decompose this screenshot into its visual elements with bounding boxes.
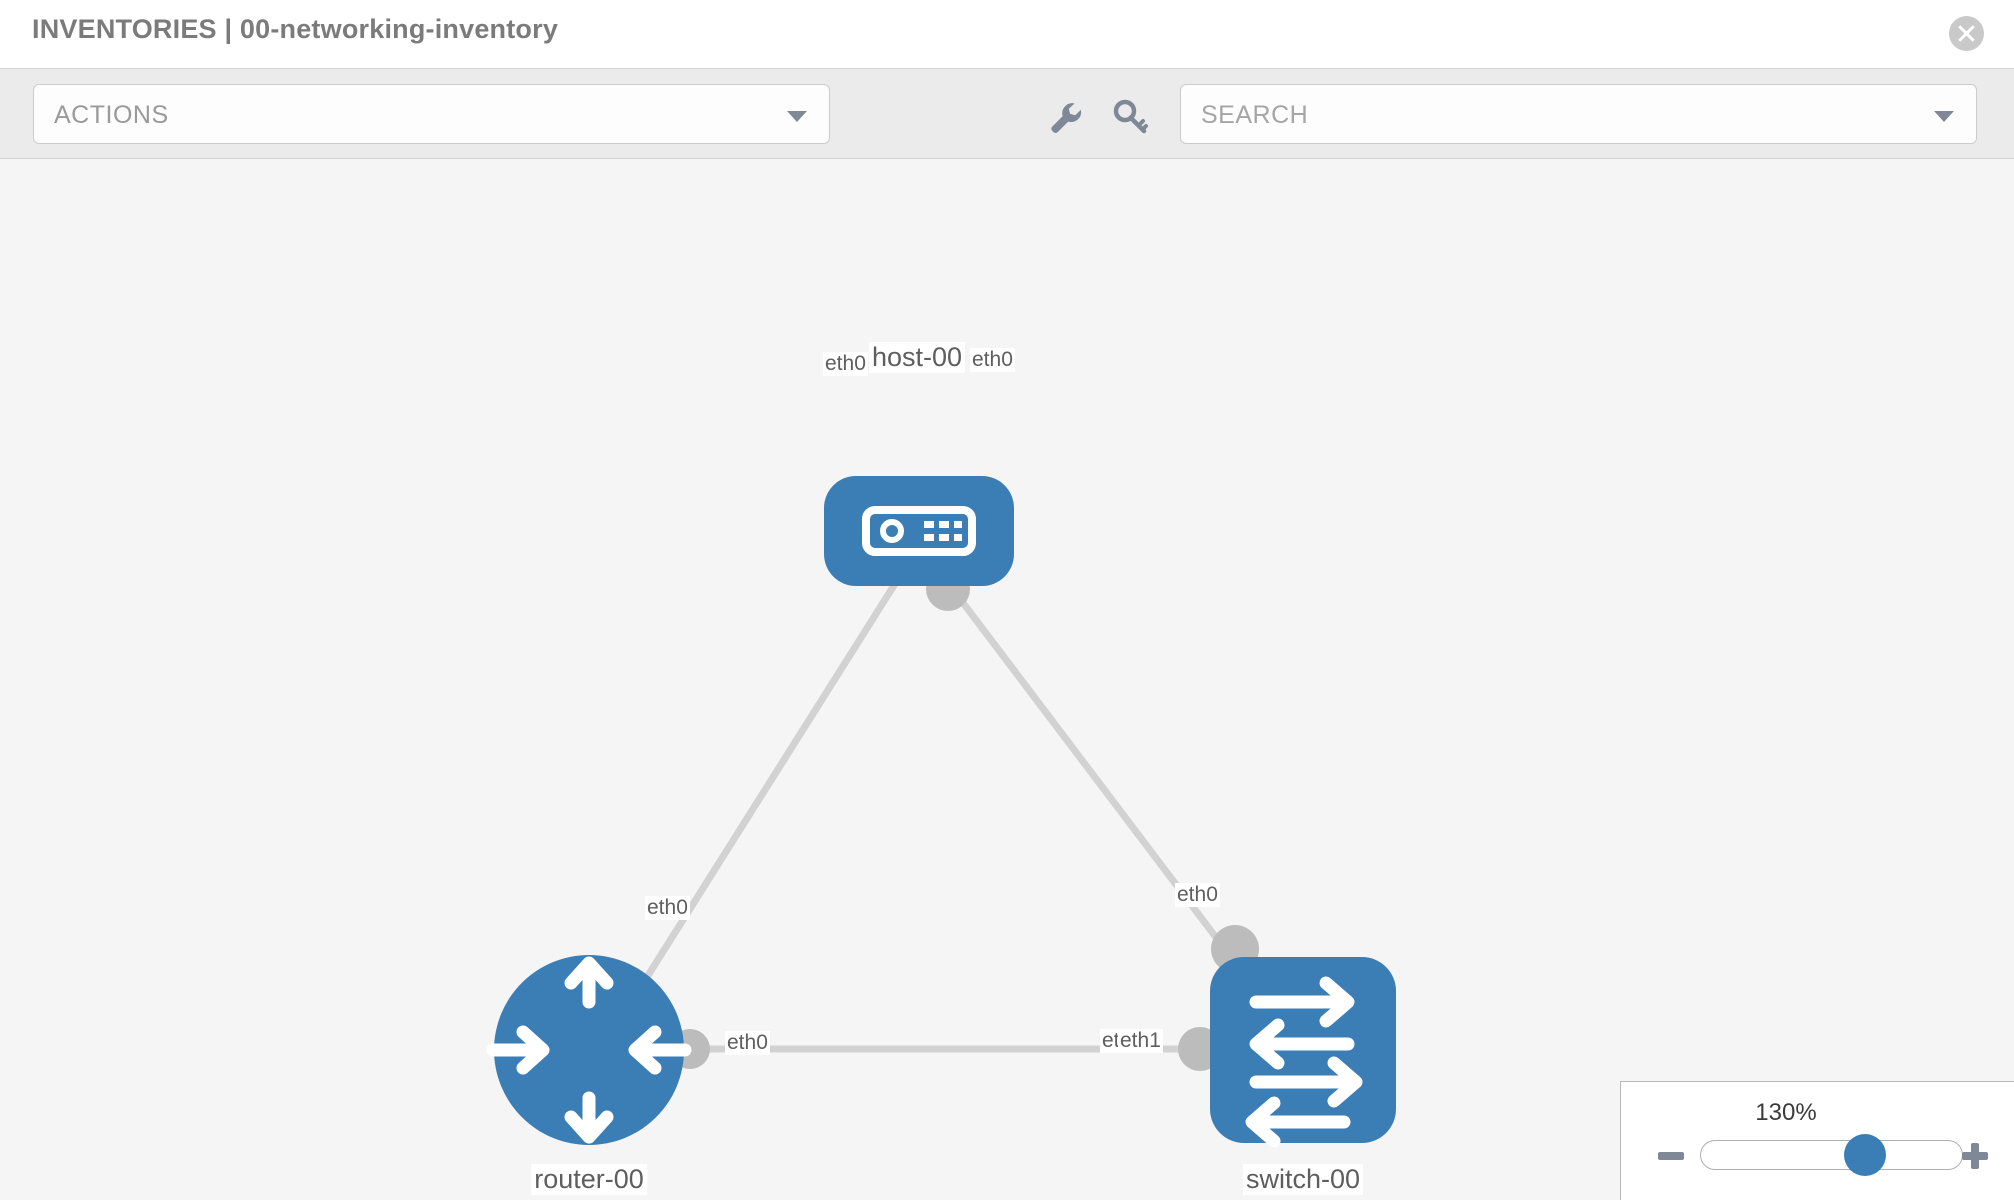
server-icon <box>862 506 976 556</box>
node-label-switch-00: switch-00 <box>1242 1164 1364 1195</box>
zoom-out-button[interactable] <box>1657 1142 1685 1170</box>
node-router-00[interactable] <box>486 955 692 1145</box>
page-title: INVENTORIES | 00-networking-inventory <box>32 14 559 44</box>
router-icon <box>486 956 692 1144</box>
topology-graph <box>486 476 1396 1148</box>
link-host-router <box>626 575 902 1008</box>
zoom-control-panel: 130% <box>1620 1081 2014 1200</box>
chevron-down-icon <box>787 111 807 122</box>
toolbar: ACTIONS SEARCH <box>0 68 2014 159</box>
port-label-switch-left: eth1 <box>1118 1029 1163 1053</box>
page-header: INVENTORIES | 00-networking-inventory <box>0 0 2014 68</box>
zoom-in-button[interactable] <box>1961 1142 1989 1170</box>
node-label-host-00: host-00 <box>868 342 966 373</box>
key-icon[interactable] <box>1110 97 1150 137</box>
port-label-switch-up: eth0 <box>1175 883 1220 907</box>
actions-dropdown[interactable]: ACTIONS <box>33 84 830 144</box>
chevron-down-icon[interactable] <box>1934 111 1954 122</box>
actions-dropdown-label: ACTIONS <box>54 101 169 129</box>
node-switch-00[interactable] <box>1210 957 1396 1148</box>
search-placeholder: SEARCH <box>1201 101 1309 129</box>
link-host-switch <box>941 575 1259 993</box>
node-label-router-00: router-00 <box>531 1164 647 1195</box>
wrench-icon[interactable] <box>1045 97 1085 137</box>
topology-connectors <box>670 567 1259 1071</box>
minus-icon <box>1658 1152 1684 1160</box>
search-input[interactable]: SEARCH <box>1180 84 1977 144</box>
port-label-host-right: eth0 <box>970 348 1015 372</box>
switch-icon <box>1245 976 1363 1148</box>
plus-icon-vertical <box>1971 1143 1979 1169</box>
port-label-host-left: eth0 <box>823 352 868 376</box>
zoom-slider-track[interactable] <box>1700 1140 1963 1170</box>
zoom-level-value: 130% <box>1755 1099 1817 1126</box>
topology-canvas[interactable]: host-00 router-00 switch-00 eth0 eth0 et… <box>0 159 2014 1200</box>
port-label-router-right: eth0 <box>725 1031 770 1055</box>
topology-links <box>626 575 1259 1053</box>
close-icon[interactable] <box>1949 16 1984 51</box>
port-label-router-up: eth0 <box>645 896 690 920</box>
node-host-00[interactable] <box>824 476 1014 586</box>
zoom-slider-thumb[interactable] <box>1843 1134 1886 1176</box>
